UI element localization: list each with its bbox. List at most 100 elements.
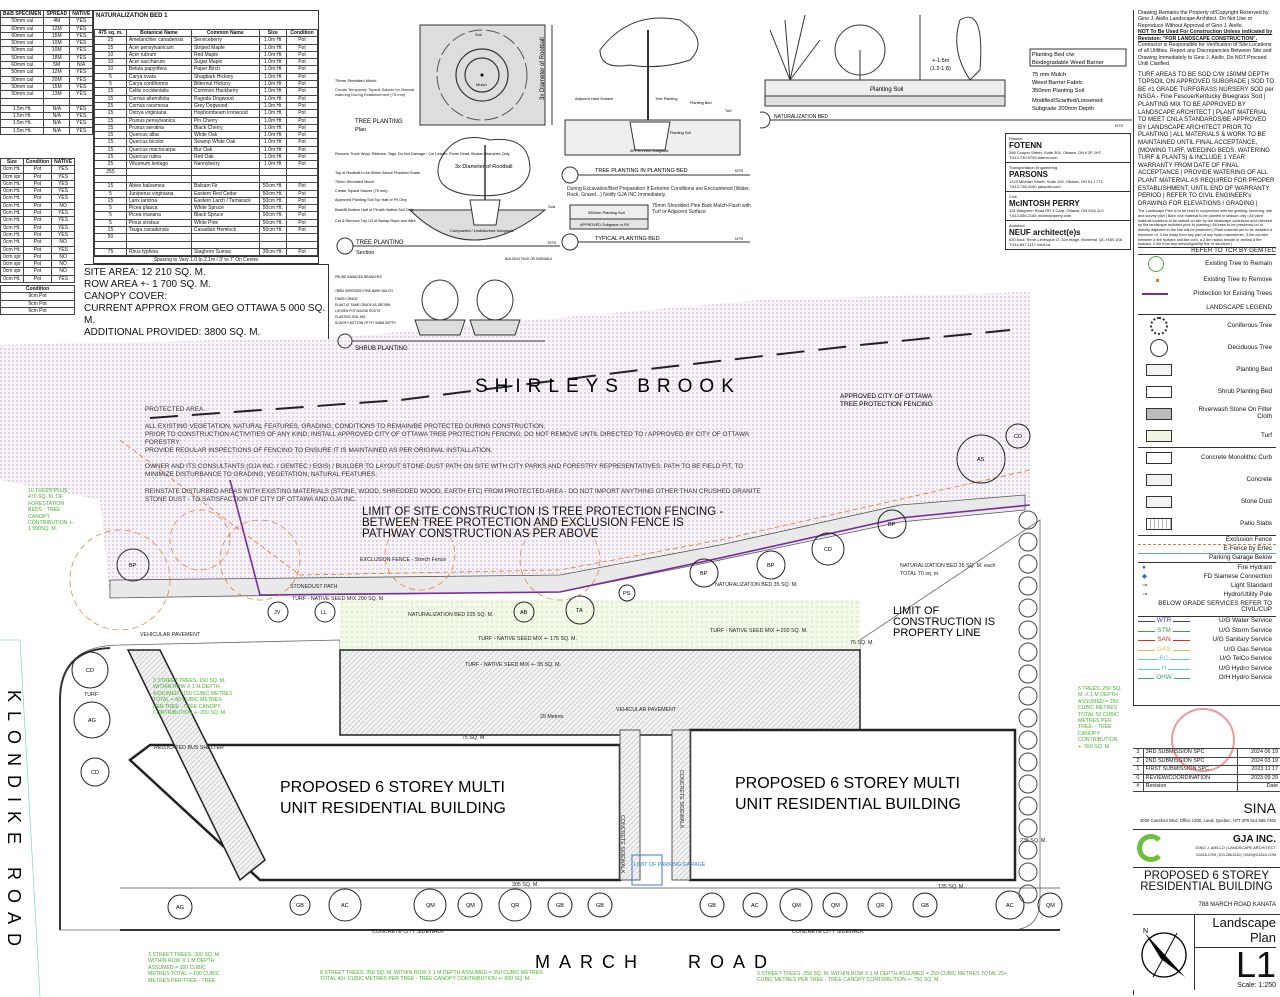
column-header: Condition [0, 284, 75, 294]
turf-icon [1146, 429, 1172, 442]
svg-text:NATURALIZATION BED 225 SQ. M.: NATURALIZATION BED 225 SQ. M. [408, 612, 493, 618]
svg-text:3x Diameter of Rootball: 3x Diameter of Rootball [455, 164, 512, 170]
revision-cell: 2023 09 29 [1237, 773, 1280, 783]
table-row: 9cm Pot [0, 306, 75, 316]
table-cell: 10 [94, 58, 127, 67]
tree-label: AC [751, 903, 759, 909]
legend-label: Planting Bed [1236, 365, 1272, 373]
revision-header-cell: # [1133, 782, 1144, 792]
svg-text:350mm Planting Soil: 350mm Planting Soil [588, 210, 625, 215]
table-cell: Viburnum lentago [125, 160, 192, 169]
coniferous-tree-symbol [1018, 818, 1038, 838]
service-code: OHW [1154, 674, 1174, 682]
svg-text:EXCLUSION FENCE - Strech Fence: EXCLUSION FENCE - Strech Fence [360, 557, 446, 563]
street-trees-note-3: 8 STREET TREES. 350 SQ. M. WITHIN ROW X … [320, 970, 543, 983]
table-cell: 1.0m Ht [258, 43, 287, 52]
tree-symbol [314, 601, 336, 623]
note-line: LOOSEN POT BOUND ROOTS [335, 309, 380, 313]
svg-text:TREE PROTECTION FENCING: TREE PROTECTION FENCING [840, 401, 933, 408]
tree-label: AC [1006, 903, 1014, 909]
table-cell [125, 240, 192, 249]
note-line: SCARIFY BOTTOM OF PIT 50MM DEPTH [335, 321, 396, 325]
table-cell: 50mm cal [0, 46, 45, 55]
concrete-icon [1146, 473, 1172, 486]
table-cell: Pot [285, 225, 319, 235]
note-line: Backfill Bottom Half of Pit with Native … [335, 208, 414, 212]
table-cell: Quercus alba [125, 131, 192, 140]
building-left-wing [126, 649, 266, 882]
legend-protection: Protection for Existing Trees [1193, 290, 1272, 298]
table-cell: YES [51, 194, 76, 203]
legend-label: Concrete [1246, 475, 1272, 483]
tree-symbol [756, 550, 786, 580]
table-cell: 5 [94, 72, 127, 82]
service-label: U/G Water Service [1218, 617, 1272, 625]
firm-name: GJA INC. [1233, 833, 1276, 845]
svg-text:CONCRETE CITY SIDEWALK: CONCRETE CITY SIDEWALK [372, 929, 444, 935]
table-cell: Bur Oak [190, 145, 260, 155]
revision-cell: 2024 03 19 [1237, 756, 1280, 766]
table-cell: 18M [43, 53, 71, 63]
tree-symbol [498, 888, 532, 922]
table-cell: Pot [285, 131, 319, 140]
table-cell: 25 [94, 101, 127, 111]
consultant-role: Civil [1009, 194, 1017, 199]
table-cell [190, 174, 260, 184]
table-cell [285, 240, 319, 249]
table-cell [258, 240, 287, 249]
typical-bed-note: During Excavation/Bed Preparation If Ext… [567, 186, 750, 198]
table-cell: 0cm Ht. [0, 245, 24, 254]
canopy-cover: CANOPY COVER: [84, 291, 168, 302]
klondike-curb [59, 647, 111, 930]
tree-label: PS [623, 591, 631, 597]
table-cell: 5M [43, 61, 71, 70]
table-cell: Pot [285, 72, 319, 82]
svg-text:LIMIT OF PARKING GARAGE: LIMIT OF PARKING GARAGE [634, 862, 706, 868]
table-cell: Quercus macrocarpa [125, 145, 192, 155]
table-row: 9cm Pot [0, 292, 75, 301]
table-cell: Common Hackberry [190, 87, 260, 96]
tree-label: GB [296, 903, 304, 909]
coniferous-tree-symbol [1018, 884, 1038, 904]
note-line: 75MM SHREDDED PINE BARK MULCH [335, 289, 393, 293]
table-cell: 15M [43, 31, 71, 41]
svg-text:CONCRETE SIDEWALK: CONCRETE SIDEWALK [678, 770, 684, 829]
table-cell: 50mm cal [0, 39, 45, 48]
march-road-label: MARCH ROAD [535, 952, 776, 972]
svg-text:NTS: NTS [1115, 123, 1123, 128]
table-cell: 1.0m Ht [258, 72, 287, 82]
table-cell: Cornus alternifolia [125, 94, 192, 103]
table-cell: 0cm spr [0, 252, 24, 262]
svg-text:Sod: Sod [548, 204, 555, 209]
svg-text:PROPOSED 6 STOREY MULTI: PROPOSED 6 STOREY MULTI [280, 779, 505, 796]
table-cell: Carya ovata [125, 72, 192, 82]
service-label: U/G TelCo Service [1219, 655, 1272, 663]
coniferous-tree-symbol [1018, 774, 1038, 794]
table-cell: Pot [285, 94, 319, 103]
table-cell: Red Oak [190, 153, 260, 162]
table-cell: 10M [43, 39, 71, 48]
table-cell: N/A [43, 119, 71, 128]
table-cell: 5 [94, 189, 127, 198]
table-cell: Black Spruce [190, 211, 260, 220]
stone-dust-icon [1146, 495, 1172, 508]
table-cell: 15 [94, 123, 127, 133]
revision-cell: 3 [1133, 748, 1144, 758]
svg-text:Compacted / Undisturbed Subgra: Compacted / Undisturbed Subgrade [450, 228, 515, 233]
